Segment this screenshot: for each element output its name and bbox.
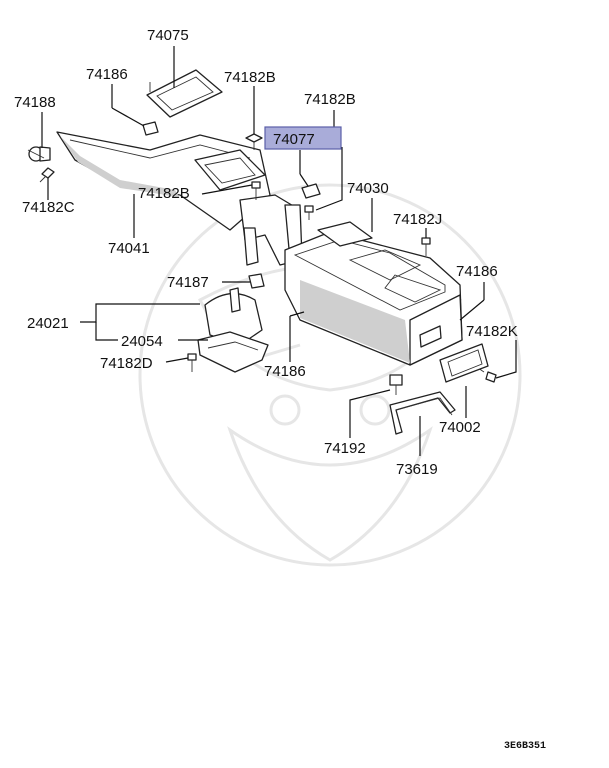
push-clip-part: [27, 146, 51, 162]
retainer-clip-part: [248, 273, 265, 289]
label-74182C[interactable]: 74182C: [22, 199, 75, 216]
label-74077[interactable]: 74077: [273, 131, 315, 148]
shift-boot-assembly-part: [197, 287, 269, 373]
label-74030[interactable]: 74030: [347, 180, 389, 197]
screw-74182D: [187, 353, 197, 372]
bracket-part: [389, 391, 456, 435]
label-74002[interactable]: 74002: [439, 419, 481, 436]
highlight-box-74077: [264, 126, 342, 150]
screw-74182J: [421, 237, 431, 256]
cover-piece-part: [301, 183, 321, 199]
label-74186-bottom[interactable]: 74186: [264, 363, 306, 380]
label-73619[interactable]: 73619: [396, 461, 438, 478]
label-74182B-top[interactable]: 74182B: [224, 69, 276, 86]
label-74188[interactable]: 74188: [14, 94, 56, 111]
ash-tray-part: [439, 343, 489, 383]
rear-console-part: [284, 221, 463, 366]
screw-74182B-mid: [251, 181, 261, 200]
screw-74182B-top: [245, 133, 263, 150]
bolt-74192: [389, 374, 403, 395]
label-74182K[interactable]: 74182K: [466, 323, 518, 340]
diagram-code: 3E6B351: [504, 741, 546, 752]
leader-lines: [41, 46, 517, 456]
label-74182B-mid[interactable]: 74182B: [138, 185, 190, 202]
tray-insert-part: [146, 69, 223, 118]
label-74182B-right[interactable]: 74182B: [304, 91, 356, 108]
label-74186-right[interactable]: 74186: [456, 263, 498, 280]
label-74186-top[interactable]: 74186: [86, 66, 128, 83]
label-74075[interactable]: 74075: [147, 27, 189, 44]
label-74182J[interactable]: 74182J: [393, 211, 442, 228]
label-74192[interactable]: 74192: [324, 440, 366, 457]
label-74182D[interactable]: 74182D: [100, 355, 153, 372]
screw-74182K: [477, 367, 497, 383]
clip-part-a: [142, 121, 159, 136]
label-74041[interactable]: 74041: [108, 240, 150, 257]
label-24054[interactable]: 24054: [121, 333, 163, 350]
screw-74182B-right: [304, 205, 314, 220]
label-74187[interactable]: 74187: [167, 274, 209, 291]
screw-74182C: [39, 167, 55, 183]
label-24021[interactable]: 24021: [27, 315, 69, 332]
